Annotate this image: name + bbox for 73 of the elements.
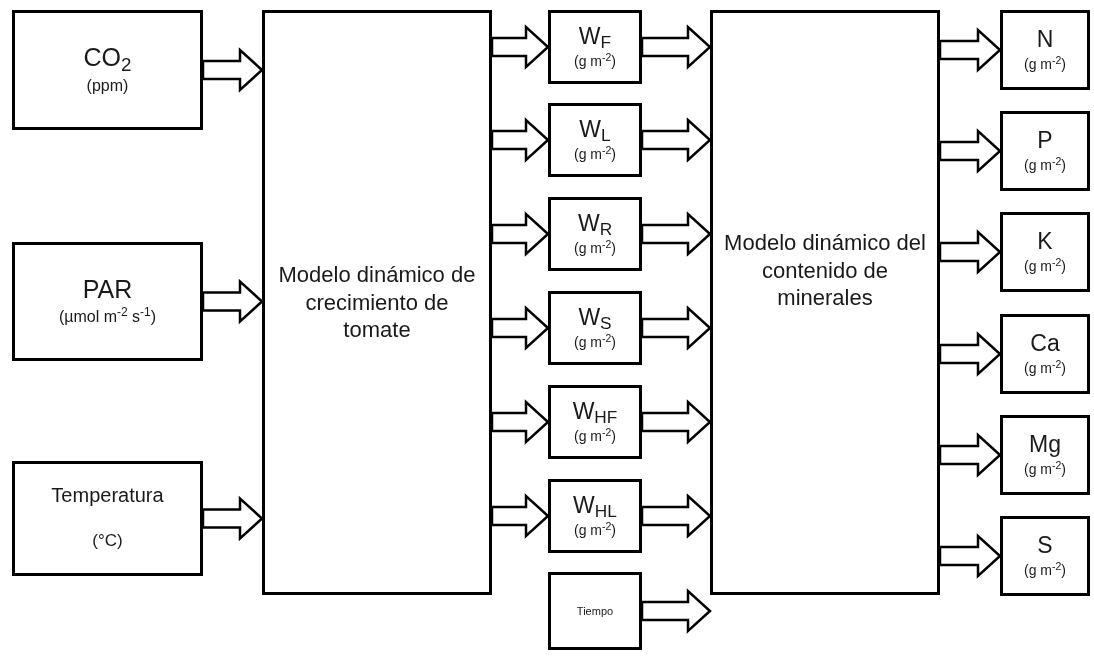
process-box <box>1000 111 1090 191</box>
block-arrow <box>938 533 1002 579</box>
process-box <box>1000 314 1090 394</box>
block-arrow <box>490 117 550 163</box>
model-box <box>710 10 940 595</box>
block-arrow <box>201 278 264 325</box>
block-arrow <box>640 117 712 163</box>
unit-label: (ppm) <box>86 75 129 96</box>
block-arrow <box>490 493 550 539</box>
process-box <box>548 479 642 553</box>
block-arrow <box>938 27 1002 73</box>
node-label: Modelo dinámico de crecimiento de tomate <box>277 261 477 344</box>
block-arrow <box>640 24 712 70</box>
node-label: K <box>1037 227 1053 256</box>
unit-label: (°C) <box>92 530 123 553</box>
unit-label: (g m$^{-2}$) <box>1024 559 1066 580</box>
node-label: Ca <box>1030 329 1060 358</box>
block-arrow <box>201 495 264 542</box>
node-label: W$_{F}$ <box>578 22 612 51</box>
unit-label: (g m$^{-2}$) <box>574 237 616 258</box>
block-arrow <box>490 305 550 351</box>
node-label: W$_{HF}$ <box>572 397 618 426</box>
node-label: N <box>1036 25 1054 54</box>
block-arrow <box>938 331 1002 377</box>
node-label: CO$_{2}$ <box>83 42 132 74</box>
process-box <box>12 461 203 576</box>
unit-label: (g m$^{-2}$) <box>574 425 616 446</box>
unit-label: (g m$^{-2}$) <box>574 50 616 71</box>
process-box <box>1000 10 1090 90</box>
unit-label: (g m$^{-2}$) <box>1024 154 1066 175</box>
process-box <box>548 291 642 365</box>
node-label: W$_{HL}$ <box>573 491 617 520</box>
unit-label: (g m$^{-2}$) <box>574 331 616 352</box>
process-box <box>548 10 642 84</box>
block-arrow <box>938 229 1002 275</box>
unit-label: (g m$^{-2}$) <box>1024 255 1066 276</box>
block-arrow <box>938 128 1002 174</box>
block-arrow <box>938 432 1002 478</box>
block-arrow <box>490 24 550 70</box>
node-label: PAR <box>82 273 133 305</box>
process-box <box>548 572 642 650</box>
block-arrow <box>201 47 264 93</box>
process-box <box>548 197 642 271</box>
node-label: S <box>1037 531 1053 560</box>
node-label: Tiempo <box>576 603 614 619</box>
block-arrow <box>640 305 712 351</box>
process-box <box>1000 415 1090 495</box>
node-label: W$_{L}$ <box>579 115 611 144</box>
block-arrow <box>490 399 550 445</box>
process-box <box>12 10 203 130</box>
process-box <box>548 103 642 177</box>
node-label: Modelo dinámico del contenido de minerales <box>723 229 927 312</box>
process-box <box>548 385 642 459</box>
node-label: Mg <box>1029 430 1061 459</box>
unit-label: (g m$^{-2}$) <box>1024 357 1066 378</box>
model-box <box>262 10 492 595</box>
block-arrow <box>490 211 550 257</box>
block-arrow <box>640 493 712 539</box>
process-box <box>12 242 203 361</box>
unit-label: (µmol m$^{-2}$ s$^{-1}$) <box>58 305 157 328</box>
block-arrow <box>640 588 712 634</box>
unit-label: (g m$^{-2}$) <box>1024 458 1066 479</box>
process-box <box>1000 516 1090 596</box>
node-label: W$_{S}$ <box>578 303 612 332</box>
node-label: Temperatura <box>51 483 164 509</box>
unit-label: (g m$^{-2}$) <box>1024 53 1066 74</box>
process-box <box>1000 212 1090 292</box>
node-label: W$_{R}$ <box>577 209 613 238</box>
unit-label: (g m$^{-2}$) <box>574 143 616 164</box>
block-arrow <box>640 211 712 257</box>
block-arrow <box>640 399 712 445</box>
node-label: P <box>1037 126 1053 155</box>
unit-label: (g m$^{-2}$) <box>574 519 616 540</box>
